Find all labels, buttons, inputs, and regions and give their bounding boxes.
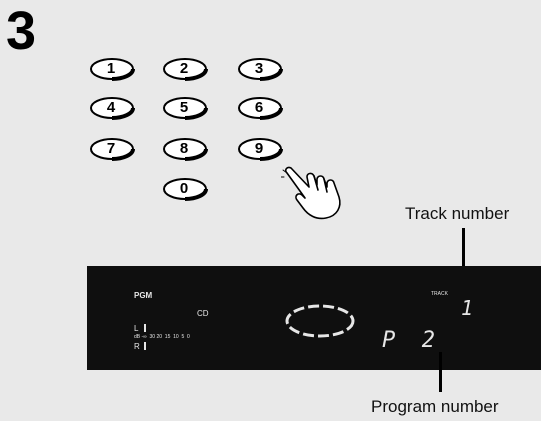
level-r-bar (144, 342, 146, 350)
disc-ring-icon (285, 304, 355, 338)
key-0-label: 0 (179, 179, 189, 197)
key-5-label: 5 (179, 98, 189, 116)
pgm-indicator: PGM (134, 291, 153, 300)
key-5[interactable]: 5 (161, 95, 208, 120)
key-4-shape (90, 97, 135, 120)
cd-indicator: CD (197, 309, 209, 318)
step-number: 3 (6, 1, 37, 61)
key-3-label: 3 (254, 59, 264, 77)
key-6[interactable]: 6 (236, 95, 283, 120)
level-l-indicator: L (134, 324, 139, 333)
key-6-label: 6 (254, 98, 264, 116)
key-8-shape (163, 138, 208, 161)
key-2[interactable]: 2 (161, 56, 208, 81)
key-5-shape (163, 97, 208, 120)
key-0-shape (163, 178, 208, 201)
program-leader-line (439, 352, 442, 392)
key-7[interactable]: 7 (88, 136, 135, 161)
front-panel-display: PGM CD L dB -∞ 30 20 15 10 5 0 R TRACK 1… (87, 266, 541, 370)
key-1-shape (90, 58, 135, 81)
key-1-label: 1 (106, 59, 116, 77)
key-4-label: 4 (106, 98, 116, 116)
track-indicator-label: TRACK (431, 291, 448, 297)
level-l-bar (144, 324, 146, 332)
program-number-readout: P 2 (382, 328, 435, 353)
key-8-label: 8 (179, 139, 189, 157)
key-2-shape (163, 58, 208, 81)
key-9[interactable]: 9 (236, 136, 283, 161)
key-0[interactable]: 0 (161, 176, 208, 201)
key-7-shape (90, 138, 135, 161)
key-9-label: 9 (254, 139, 264, 157)
key-4[interactable]: 4 (88, 95, 135, 120)
program-number-label: Program number (371, 397, 499, 416)
track-leader-line (462, 228, 465, 284)
track-number-readout: 1 (461, 296, 474, 320)
key-6-shape (238, 97, 283, 120)
level-meter-scale: dB -∞ 30 20 15 10 5 0 (134, 334, 190, 340)
key-2-label: 2 (179, 59, 189, 77)
key-3-shape (238, 58, 283, 81)
track-number-label: Track number (405, 204, 510, 223)
key-9-shape (238, 138, 283, 161)
key-3[interactable]: 3 (236, 56, 283, 81)
key-8[interactable]: 8 (161, 136, 208, 161)
key-7-label: 7 (106, 139, 116, 157)
pressing-hand-icon (281, 166, 341, 220)
key-1[interactable]: 1 (88, 56, 135, 81)
level-r-indicator: R (134, 342, 140, 351)
